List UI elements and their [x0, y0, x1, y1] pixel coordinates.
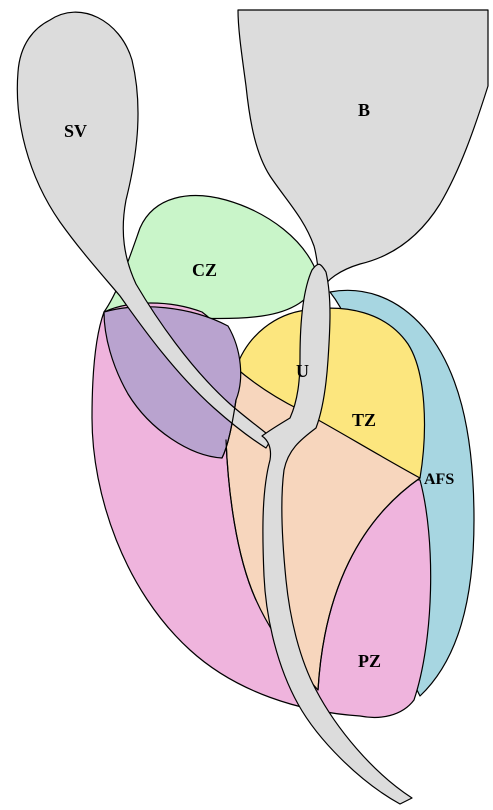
- label-sv: SV: [64, 121, 87, 141]
- label-u: U: [296, 361, 309, 381]
- label-afs: AFS: [424, 471, 454, 488]
- label-cz: CZ: [192, 260, 217, 280]
- label-tz: TZ: [352, 410, 376, 430]
- label-pz: PZ: [358, 651, 381, 671]
- label-b: B: [358, 100, 370, 120]
